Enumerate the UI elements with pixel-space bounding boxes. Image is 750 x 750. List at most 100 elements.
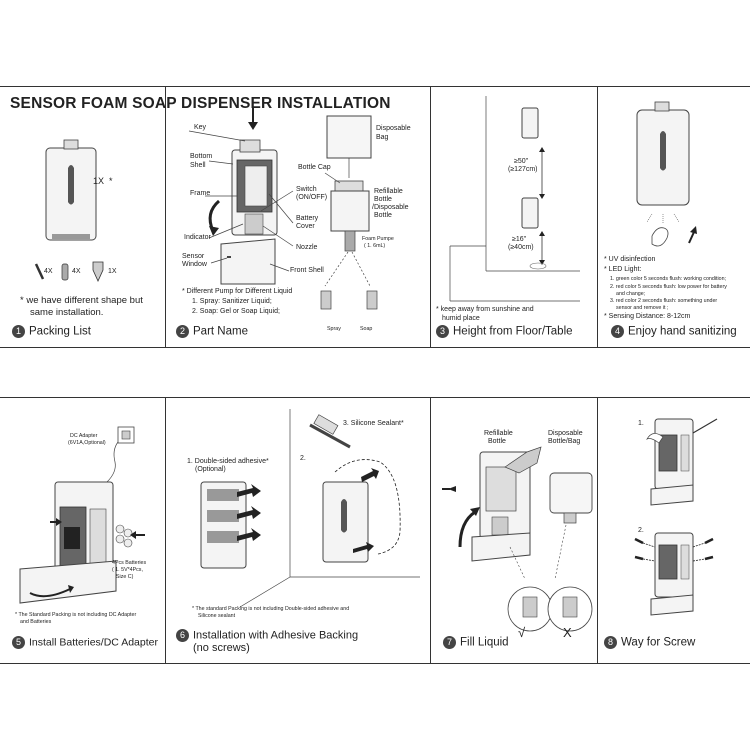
divider [597,86,598,347]
battery-icon [115,524,125,534]
adhesive-note-2: Silicone sealant [198,613,236,619]
height-note-1: * keep away from sunshine and [436,306,534,313]
refill-label-2: Bottle [488,438,506,445]
height-note-2: humid place [442,315,480,322]
nozzle [244,213,264,235]
caption-text: Height from Floor/Table [453,325,573,338]
label-switch-1: Switch [296,186,317,193]
caption-5: 5 Install Batteries/DC Adapter [12,636,158,649]
label-soap: Soap [360,326,373,332]
led-1: 1. green color 5 seconds flush: working … [610,276,727,282]
label-refillable-4: Bottle [374,212,392,219]
adhesive-note-1-text: The standard Packing is not including Do… [195,606,350,612]
adhesive-note-1: * The standard Packing is not including … [192,606,350,612]
refill-label-1: Refillable [484,430,513,437]
caulk-gun-icon [309,423,351,449]
label-switch-2: (ON/OFF) [296,194,328,201]
screwdriver-icon [692,418,718,434]
refillable-bottle [330,190,370,232]
dc-adapter-2: (6V1A,Optional) [68,440,106,446]
label-sensor-2: Window [182,261,207,268]
label-indicator: Indicator [184,234,211,241]
pump-title: * Different Pump for Different Liquid [182,288,293,295]
divider [430,86,431,347]
pump-2: 2. Soap: Gel or Soap Liquid; [192,308,280,315]
qty-main: 1X [93,176,105,186]
spray-pump [320,290,332,310]
step-number: 7 [443,636,456,649]
divider [430,397,431,663]
dispenser-upper [521,107,539,139]
front-shell [471,532,531,562]
dispenser-lower [521,197,539,229]
led-2b: and change; [616,291,646,297]
height-lower-a: ≥16" [512,236,527,243]
caption-text: Packing List [29,325,92,338]
label-refillable-2: Bottle [374,196,392,203]
fill-liquid-illustration [442,446,593,632]
part-name-illustration [188,108,378,310]
step-number: 2 [176,325,189,338]
qty-screw: 4X [44,268,53,275]
batteries-note-2: and Batteries [20,619,52,625]
label-foam-pump-1: Foam Pumpe [362,236,394,242]
caption-4: 4 Enjoy hand sanitizing [611,325,737,339]
batteries-note-1: * The Standard Packing is not including … [15,612,137,618]
enjoy-illustration [636,101,697,247]
soap-pump [366,290,378,310]
qty-anchor: 4X [72,268,81,275]
disposable-bottle [549,472,593,514]
battery-label-1: 4Pcs Batteries [112,560,147,566]
adhesive-step1-b: (Optional) [195,466,226,473]
sensing-value: Sensing Distance: 8-12cm [608,313,691,320]
divider [165,86,166,347]
row2-bottom-border [0,663,750,664]
label-sensor-1: Sensor [182,253,205,260]
key-icon [92,261,104,282]
divider [165,397,166,663]
label-refillable-1: Refillable [374,188,403,195]
label-key: Key [194,124,207,131]
uv-text: * UV disinfection [604,256,656,263]
row2-top-border [0,397,750,398]
packing-note-1: * we have different shape but [20,295,143,306]
front-shell [19,560,117,604]
batteries-illustration [19,426,145,604]
height-illustration [449,96,580,302]
battery-label-3: Size C) [116,574,134,580]
step-number: 5 [12,636,25,649]
star-mark: * [109,176,113,186]
caption-text: Part Name [193,325,248,338]
height-upper-a: ≥50" [514,158,529,165]
caption-text-1: Installation with Adhesive Backing [193,629,359,642]
label-disposable-1: Disposable [376,125,411,132]
caption-text: Enjoy hand sanitizing [628,325,737,338]
height-note-1-text: keep away from sunshine and [440,306,534,313]
label-disposable-2: Bag [376,134,389,141]
caption-text: Install Batteries/DC Adapter [29,636,158,649]
adhesive-step1-a: 1. Double-sided adhesive* [187,458,269,465]
label-bottle-cap: Bottle Cap [298,164,331,171]
label-spray: Spray [327,326,341,332]
check-mark: √ [518,625,526,640]
refill-bottle-pour [504,446,542,474]
pump-1: 1. Spray: Sanitizer Liquid; [192,298,272,305]
led-2a: 2. red color 5 seconds flush: low power … [610,284,727,290]
step-number: 8 [604,636,617,649]
adhesive-step2: 2. [300,455,306,462]
step-number: 4 [611,325,624,338]
foam-pump [344,230,356,252]
adhesive-illustration [200,409,420,608]
label-bottom-shell-1: Bottom [190,153,213,160]
page-title: SENSOR FOAM SOAP DISPENSER INSTALLATION [10,95,391,112]
screw-illustration [634,418,718,616]
hand-icon [651,227,669,247]
battery-label-2: ( 1. 5V*4Pcs, [112,567,143,573]
screw-step1: 1. [638,420,644,427]
uv-text-value: UV disinfection [608,256,656,263]
screw-icon [34,263,45,280]
label-refillable-3: /Disposable [372,204,409,211]
packing-list-illustration [34,139,104,282]
